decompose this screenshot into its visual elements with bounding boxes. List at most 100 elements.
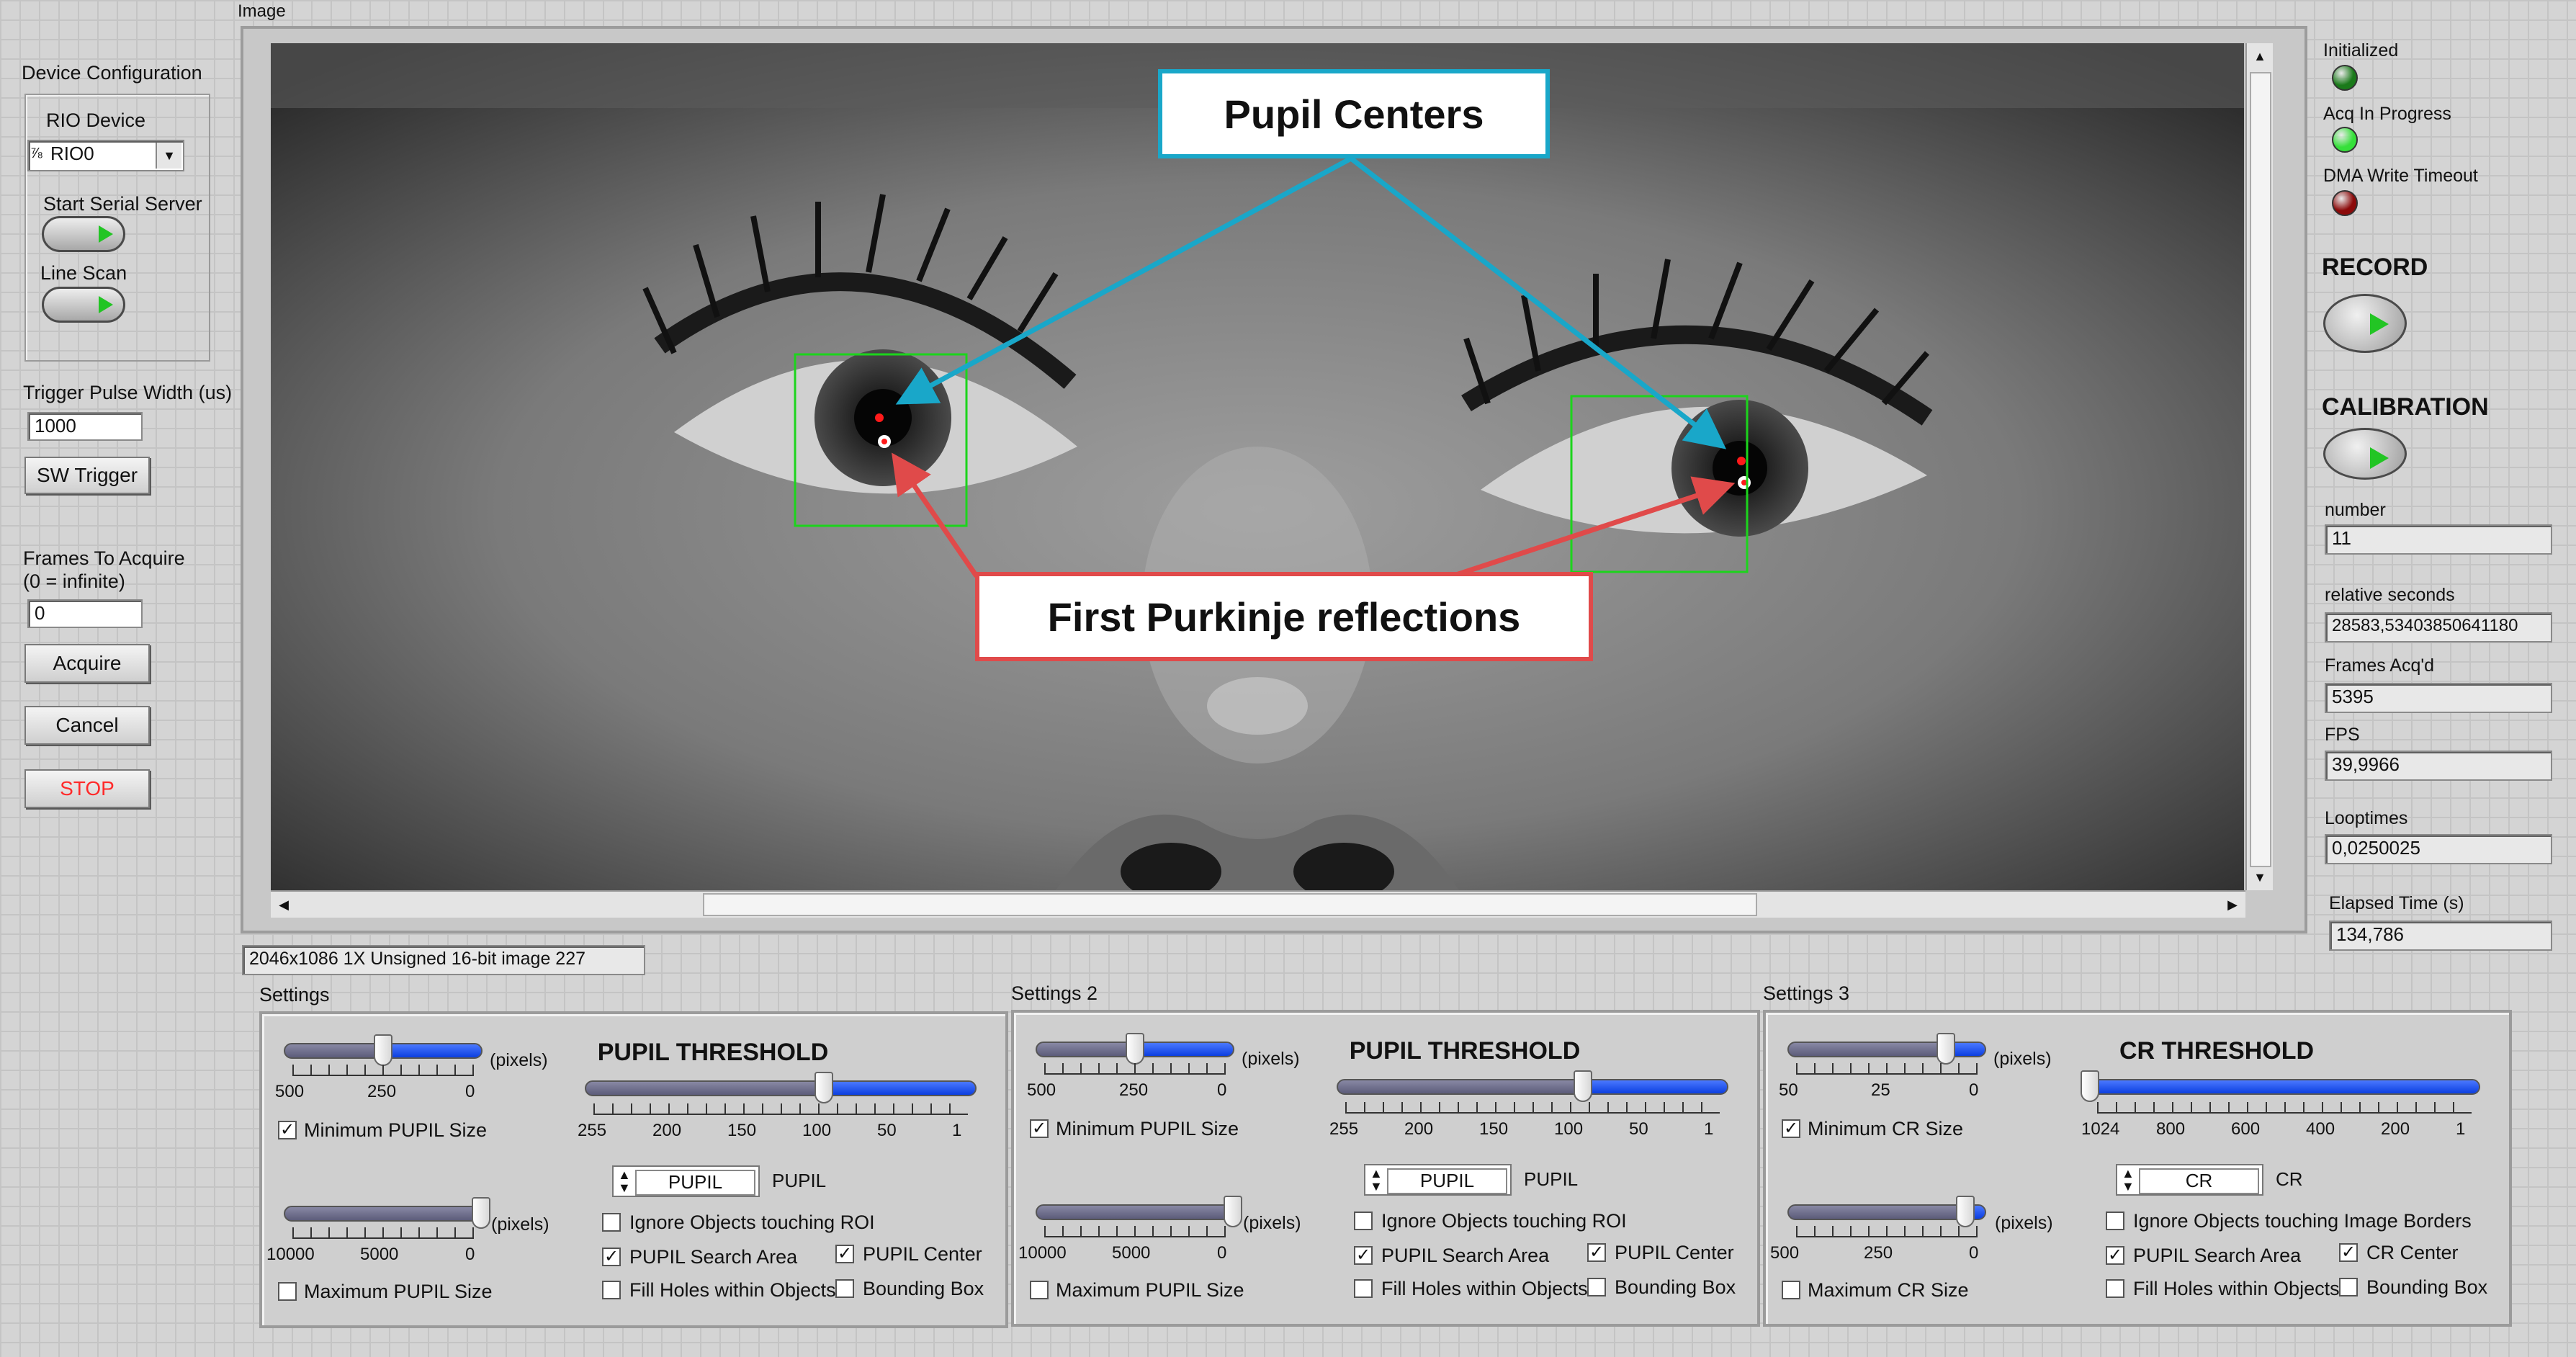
- threshold-slider[interactable]: [1337, 1070, 1728, 1102]
- threshold-scale-label: 1: [952, 1121, 962, 1140]
- calibration-button[interactable]: [2323, 428, 2407, 480]
- search-area-label: PUPIL Search Area: [2133, 1245, 2302, 1266]
- minimum-size-label: Minimum PUPIL Size: [304, 1119, 488, 1141]
- minimum-size-label: Minimum CR Size: [1808, 1118, 1964, 1139]
- min-scale-1: 25: [1871, 1080, 1890, 1100]
- line-scan-toggle[interactable]: [42, 287, 125, 323]
- threshold-slider[interactable]: [2081, 1070, 2480, 1102]
- sw-trigger-button[interactable]: SW Trigger: [24, 457, 150, 494]
- threshold-slider[interactable]: [585, 1072, 977, 1103]
- threshold-scale-label: 150: [1479, 1119, 1509, 1139]
- acquire-button[interactable]: Acquire: [24, 644, 150, 683]
- purkinje-annotation: First Purkinje reflections: [975, 572, 1593, 661]
- minimum-size-slider[interactable]: [1787, 1033, 1986, 1065]
- ring-value: PUPIL: [1387, 1168, 1507, 1194]
- object-ring-control[interactable]: ▲▼ CR: [2116, 1164, 2263, 1196]
- maximum-size-slider[interactable]: [284, 1197, 490, 1229]
- maximum-size-slider[interactable]: [1787, 1196, 1986, 1227]
- min-scale-2: 0: [1217, 1080, 1227, 1100]
- maximum-size-checkbox[interactable]: [1030, 1281, 1049, 1299]
- purkinje-arrow-right: [1450, 476, 1736, 579]
- threshold-title: PUPIL THRESHOLD: [1349, 1037, 1581, 1065]
- dropdown-arrow-icon[interactable]: ▼: [156, 143, 181, 169]
- rio-device-value: RIO0: [50, 143, 94, 164]
- ignore-objects-checkbox[interactable]: [602, 1213, 621, 1232]
- min-scale-0: 50: [1779, 1080, 1798, 1100]
- line-scan-label: Line Scan: [40, 262, 127, 284]
- scroll-right-icon[interactable]: ▶: [2227, 897, 2238, 912]
- device-configuration-label: Device Configuration: [22, 62, 202, 84]
- vertical-scroll-thumb[interactable]: [2250, 72, 2271, 867]
- stop-button[interactable]: STOP: [24, 769, 150, 808]
- center-checkbox[interactable]: ✓: [835, 1245, 854, 1263]
- fill-holes-checkbox[interactable]: [2106, 1279, 2124, 1298]
- search-area-checkbox[interactable]: ✓: [602, 1248, 621, 1266]
- bounding-box-checkbox[interactable]: [835, 1279, 854, 1298]
- ring-increment-icon[interactable]: ▲▼: [2122, 1166, 2135, 1193]
- max-scale-2: 0: [1217, 1243, 1227, 1263]
- bounding-box-label: Bounding Box: [1615, 1276, 1736, 1298]
- search-area-checkbox[interactable]: ✓: [2106, 1246, 2124, 1265]
- initialized-led: [2332, 65, 2358, 91]
- center-checkbox[interactable]: ✓: [2339, 1243, 2358, 1262]
- search-area-checkbox[interactable]: ✓: [1354, 1246, 1373, 1265]
- ignore-objects-checkbox[interactable]: [2106, 1212, 2124, 1230]
- scroll-left-icon[interactable]: ◀: [279, 897, 289, 912]
- minimum-size-label: Minimum PUPIL Size: [1056, 1118, 1239, 1139]
- eye-camera-image[interactable]: [271, 43, 2244, 890]
- right-eyelashes: [1463, 259, 1930, 406]
- min-scale-2: 0: [1969, 1080, 1979, 1100]
- object-ring-control[interactable]: ▲▼ PUPIL: [1364, 1164, 1512, 1196]
- center-checkbox[interactable]: ✓: [1587, 1243, 1606, 1262]
- elapsed-time-value: 134,786: [2329, 921, 2552, 951]
- frames-to-acquire-input[interactable]: 0: [27, 599, 143, 628]
- frames-infinite-label: (0 = infinite): [23, 570, 125, 592]
- bounding-box-checkbox[interactable]: [1587, 1278, 1606, 1296]
- maximum-size-checkbox[interactable]: [278, 1282, 297, 1301]
- dma-write-timeout-led: [2332, 190, 2358, 216]
- trigger-pulse-input[interactable]: 1000: [27, 412, 143, 441]
- threshold-scale-label: 200: [652, 1121, 682, 1140]
- minimum-size-slider[interactable]: [284, 1034, 483, 1066]
- minimum-size-checkbox[interactable]: ✓: [1782, 1119, 1800, 1138]
- object-ring-control[interactable]: ▲▼ PUPIL: [612, 1165, 760, 1197]
- looptimes-label: Looptimes: [2325, 808, 2408, 828]
- image-horizontal-scrollbar[interactable]: ◀ ▶: [271, 890, 2245, 918]
- threshold-scale-label: 600: [2231, 1119, 2261, 1139]
- ignore-objects-label: Ignore Objects touching ROI: [629, 1212, 875, 1233]
- threshold-scale-label: 200: [1404, 1119, 1434, 1139]
- acq-in-progress-led: [2332, 127, 2358, 153]
- horizontal-scroll-thumb[interactable]: [703, 893, 1757, 916]
- settings-label: Settings: [259, 984, 330, 1006]
- cancel-button[interactable]: Cancel: [24, 706, 150, 745]
- ignore-objects-checkbox[interactable]: [1354, 1212, 1373, 1230]
- fill-holes-checkbox[interactable]: [1354, 1279, 1373, 1298]
- scroll-down-icon[interactable]: ▼: [2253, 870, 2266, 884]
- right-pupil-center-marker: [1737, 457, 1746, 465]
- record-button[interactable]: [2323, 294, 2407, 353]
- image-vertical-scrollbar[interactable]: ▲ ▼: [2245, 43, 2273, 890]
- pupil-center-arrow-right: [1349, 156, 1727, 449]
- minimum-size-slider[interactable]: [1036, 1033, 1234, 1065]
- maximum-size-label: Maximum PUPIL Size: [1056, 1279, 1244, 1301]
- start-serial-server-toggle[interactable]: [42, 216, 125, 252]
- threshold-scale-label: 800: [2156, 1119, 2186, 1139]
- threshold-scale-label: 1: [1704, 1119, 1714, 1139]
- maximum-size-slider[interactable]: [1036, 1196, 1242, 1227]
- ring-increment-icon[interactable]: ▲▼: [1370, 1166, 1383, 1193]
- image-label: Image: [238, 1, 286, 21]
- max-scale-1: 5000: [1112, 1243, 1151, 1263]
- bounding-box-checkbox[interactable]: [2339, 1278, 2358, 1296]
- rio-device-select[interactable]: ⅞ RIO0 ▼: [27, 140, 184, 171]
- start-serial-server-label: Start Serial Server: [43, 193, 202, 215]
- number-value: 11: [2325, 524, 2552, 555]
- ring-increment-icon[interactable]: ▲▼: [618, 1168, 631, 1195]
- minimum-size-checkbox[interactable]: ✓: [278, 1121, 297, 1139]
- fill-holes-label: Fill Holes within Objects: [2133, 1278, 2340, 1299]
- scroll-up-icon[interactable]: ▲: [2253, 49, 2266, 63]
- settings-label: Settings 3: [1763, 982, 1850, 1004]
- max-scale-2: 0: [1969, 1243, 1979, 1263]
- fill-holes-checkbox[interactable]: [602, 1281, 621, 1299]
- maximum-size-checkbox[interactable]: [1782, 1281, 1800, 1299]
- minimum-size-checkbox[interactable]: ✓: [1030, 1119, 1049, 1138]
